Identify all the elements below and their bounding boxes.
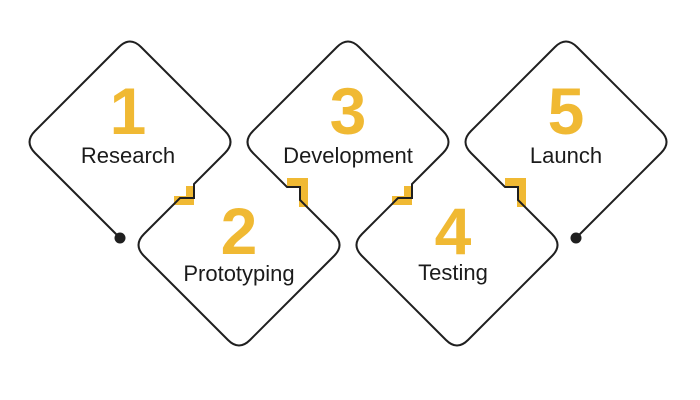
step-2-label: Prototyping xyxy=(183,261,295,286)
step-2-number: 2 xyxy=(220,194,258,268)
step-1-number: 1 xyxy=(109,74,147,148)
step-3-number: 3 xyxy=(329,74,367,148)
step-4-label: Testing xyxy=(418,260,488,285)
chain-path xyxy=(28,40,668,347)
step-5-label: Launch xyxy=(529,143,603,168)
step-4-number: 4 xyxy=(434,194,472,268)
endpoint-dot-left xyxy=(114,232,126,244)
step-1-label: Research xyxy=(80,143,176,168)
step-3-label: Development xyxy=(283,143,413,168)
endpoint-dot-right xyxy=(570,232,582,244)
step-5-number: 5 xyxy=(547,74,585,148)
corner-bracket-4 xyxy=(505,178,526,207)
corner-bracket-2 xyxy=(287,178,308,207)
